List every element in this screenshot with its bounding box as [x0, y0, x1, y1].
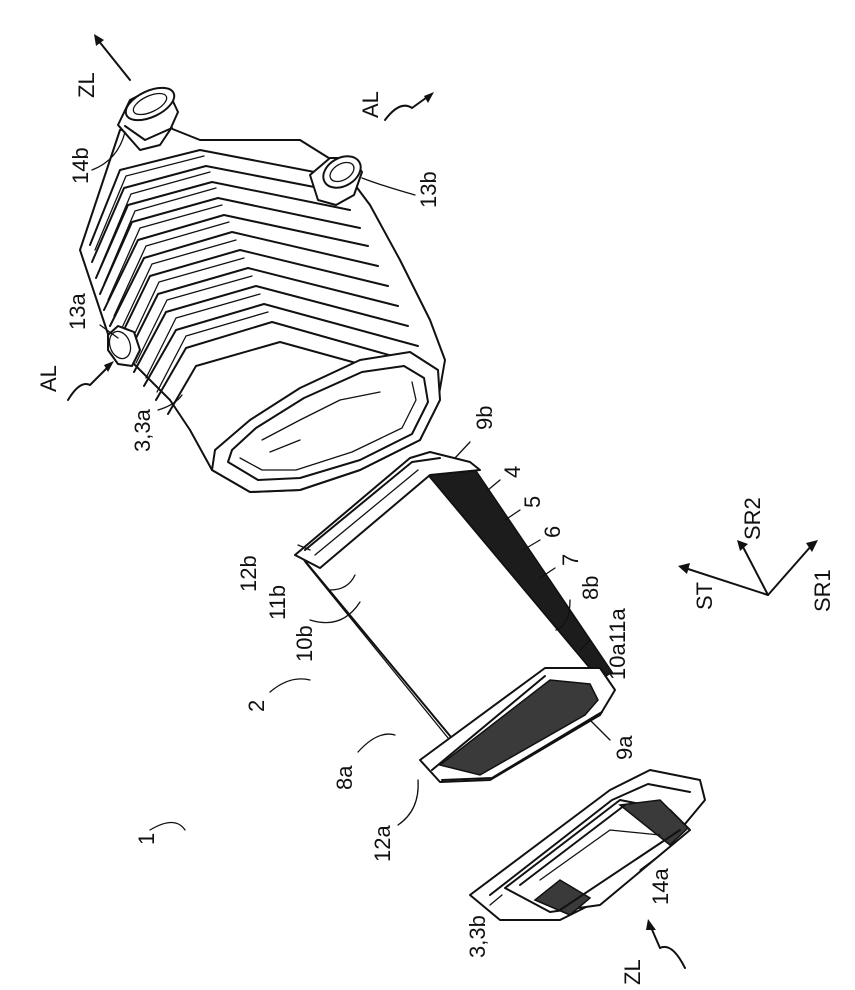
label-9a: 9a	[612, 735, 637, 760]
label-9b: 9b	[472, 406, 497, 430]
label-12b: 12b	[236, 555, 261, 592]
label-13b: 13b	[416, 171, 441, 208]
label-st: ST	[692, 582, 717, 610]
label-1: 1	[134, 833, 159, 845]
label-14b: 14b	[68, 147, 93, 184]
label-6: 6	[540, 526, 565, 538]
label-14a: 14a	[648, 868, 673, 905]
label-zl-bottom: ZL	[620, 959, 645, 985]
label-10a11a: 10a11a	[605, 607, 630, 680]
label-4: 4	[500, 466, 525, 478]
label-al-top: AL	[358, 91, 383, 118]
label-al-left: AL	[36, 365, 61, 392]
label-sr2: SR2	[740, 497, 765, 540]
label-8a: 8a	[332, 765, 357, 790]
label-sr1: SR1	[810, 569, 835, 612]
label-8b: 8b	[578, 576, 603, 600]
label-zl-top: ZL	[74, 72, 99, 98]
label-13a: 13a	[65, 293, 90, 330]
label-3-3a: 3,3a	[130, 408, 155, 452]
heat-exchanger-core	[295, 452, 615, 782]
label-10b: 10b	[292, 625, 317, 662]
label-11b: 11b	[265, 585, 290, 620]
label-12a: 12a	[370, 825, 395, 862]
label-5: 5	[520, 496, 545, 508]
label-7: 7	[558, 554, 583, 566]
label-2: 2	[244, 700, 269, 712]
label-3-3b: 3,3b	[465, 915, 490, 958]
